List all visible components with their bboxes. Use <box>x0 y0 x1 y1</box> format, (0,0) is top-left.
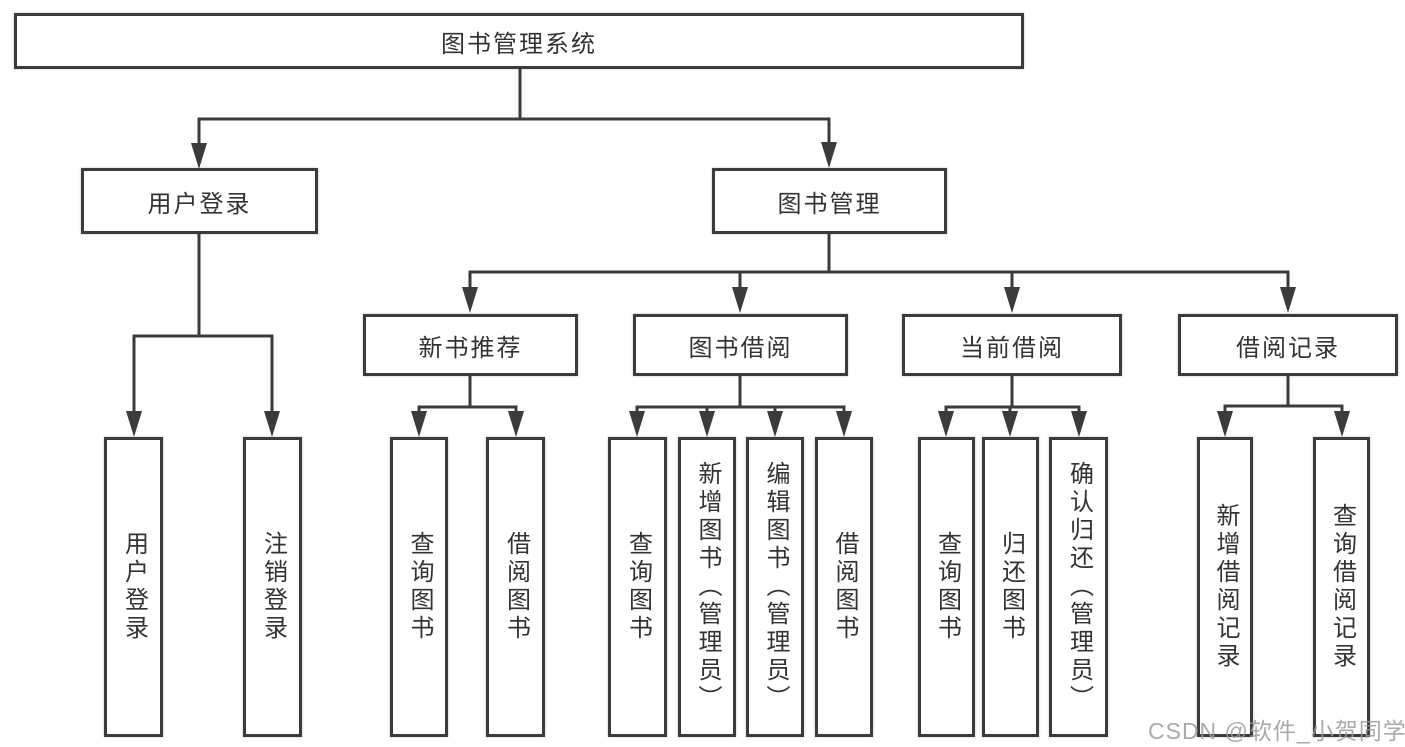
leaf-query-books-recommend-label: 查询图书 <box>406 531 433 643</box>
leaf-edit-book-admin-label: 编辑图书（管理员） <box>762 461 789 713</box>
leaf-return-books-label: 归还图书 <box>997 531 1025 643</box>
node-borrowing-records-label: 借阅记录 <box>1236 334 1340 362</box>
leaf-edit-book-admin: 编辑图书（管理员） <box>746 437 804 737</box>
node-new-book-recommend-label: 新书推荐 <box>418 334 523 362</box>
leaf-query-borrow-record: 查询借阅记录 <box>1313 437 1370 737</box>
node-current-borrowing-label: 当前借阅 <box>960 334 1064 362</box>
node-borrowing-records: 借阅记录 <box>1178 314 1398 376</box>
leaf-query-books-borrowing-label: 查询图书 <box>624 531 652 643</box>
leaf-borrow-books-borrowing: 借阅图书 <box>815 437 873 737</box>
node-book-management-label: 图书管理 <box>777 190 882 218</box>
node-root: 图书管理系统 <box>14 13 1024 69</box>
leaf-add-book-admin-label: 新增图书（管理员） <box>694 461 721 713</box>
leaf-user-login: 用户登录 <box>104 437 163 737</box>
node-book-borrowing: 图书借阅 <box>633 314 848 376</box>
node-user-login: 用户登录 <box>81 168 318 234</box>
leaf-borrow-books-recommend: 借阅图书 <box>486 437 545 737</box>
leaf-add-borrow-record: 新增借阅记录 <box>1197 437 1253 737</box>
leaf-add-borrow-record-label: 新增借阅记录 <box>1212 503 1239 671</box>
node-new-book-recommend: 新书推荐 <box>363 314 578 376</box>
arrowheads <box>126 142 1350 437</box>
leaf-logout-label: 注销登录 <box>259 531 287 643</box>
leaf-logout: 注销登录 <box>243 437 302 737</box>
node-current-borrowing: 当前借阅 <box>902 314 1122 376</box>
leaf-return-books: 归还图书 <box>982 437 1039 737</box>
node-book-borrowing-label: 图书借阅 <box>688 334 793 362</box>
leaf-borrow-books-recommend-label: 借阅图书 <box>502 531 530 643</box>
leaf-borrow-books-borrowing-label: 借阅图书 <box>831 531 858 643</box>
leaf-query-borrow-record-label: 查询借阅记录 <box>1328 503 1356 671</box>
node-book-management: 图书管理 <box>712 168 947 234</box>
leaf-query-books-current: 查询图书 <box>918 437 975 737</box>
node-user-login-label: 用户登录 <box>147 190 252 218</box>
watermark: CSDN @软件_小贺同学 <box>1148 718 1405 744</box>
leaf-confirm-return-admin-label: 确认归还（管理员） <box>1065 461 1093 713</box>
node-root-label: 图书管理系统 <box>441 30 597 58</box>
leaf-confirm-return-admin: 确认归还（管理员） <box>1049 437 1108 737</box>
leaf-query-books-current-label: 查询图书 <box>933 531 961 643</box>
leaf-add-book-admin: 新增图书（管理员） <box>678 437 736 737</box>
leaf-query-books-borrowing: 查询图书 <box>608 437 667 737</box>
leaf-query-books-recommend: 查询图书 <box>390 437 448 737</box>
leaf-user-login-label: 用户登录 <box>120 531 148 643</box>
